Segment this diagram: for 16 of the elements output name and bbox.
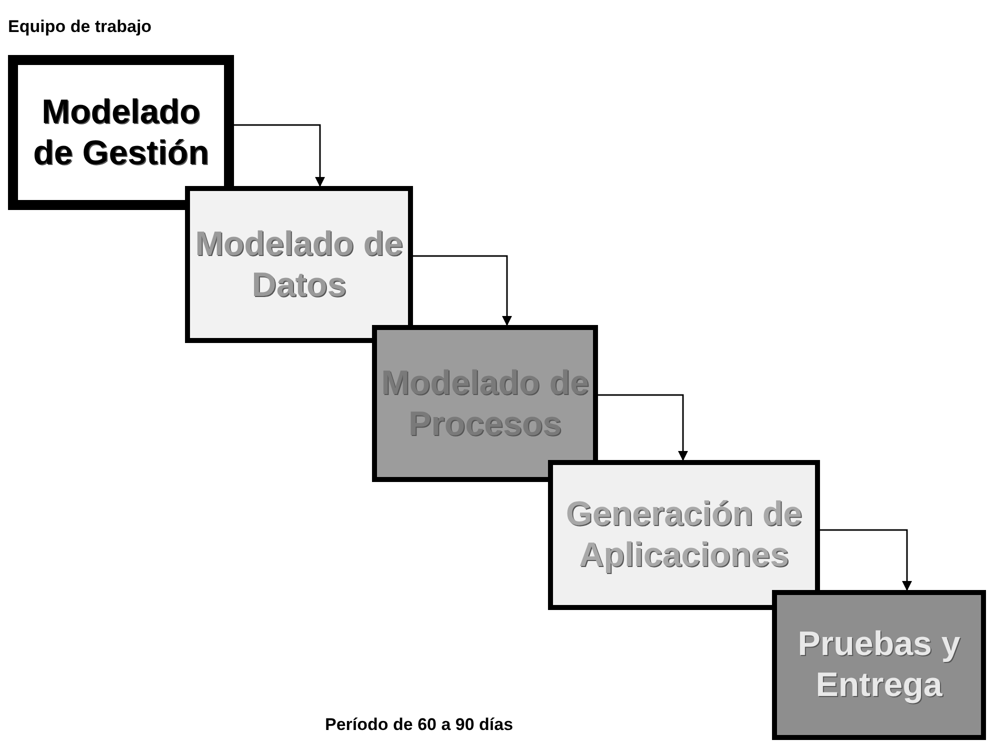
process-box (372, 325, 598, 482)
process-box (8, 55, 234, 210)
title: Equipo de trabajo (8, 16, 152, 38)
box-label: Modelado de Datos (194, 224, 404, 306)
caption: Período de 60 a 90 días (325, 714, 514, 736)
box-label: Modelado de Gestión (32, 92, 210, 174)
process-box (772, 590, 986, 740)
box-label: Generación de Aplicaciones (564, 494, 804, 576)
box-label: Pruebas y Entrega (796, 624, 962, 706)
arrow (598, 394, 688, 461)
process-box (548, 460, 820, 610)
box-label: Modelado de Procesos (380, 362, 590, 444)
arrow (820, 529, 912, 591)
arrow (234, 124, 325, 187)
arrow (413, 255, 512, 326)
process-box (185, 186, 413, 343)
